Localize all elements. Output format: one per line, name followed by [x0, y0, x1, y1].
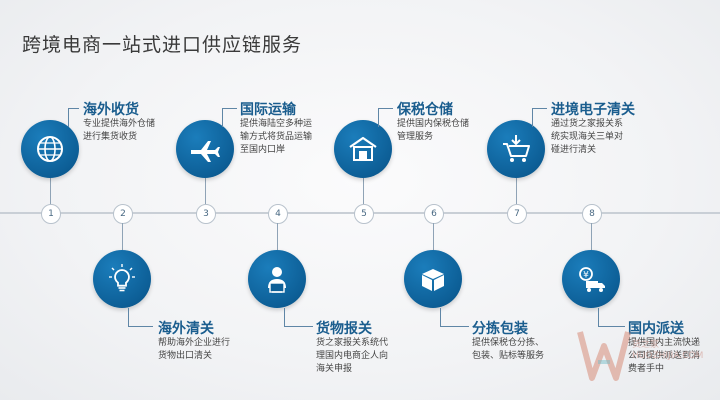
step-1-circle — [21, 120, 79, 178]
step-6-desc: 提供保税仓分拣、包装、贴标等服务 — [472, 338, 545, 361]
step-3-title: 国际运输 — [240, 102, 296, 118]
page-title: 跨境电商一站式进口供应链服务 — [22, 34, 303, 56]
svg-text:¥: ¥ — [583, 271, 589, 281]
step-1-desc: 专业提供海外仓储进行集货收货 — [83, 119, 156, 142]
step-1-node: 1 — [41, 204, 61, 224]
step-7-title: 进境电子清关 — [551, 102, 635, 118]
step-4-stem — [277, 223, 278, 250]
step-4-circle — [248, 250, 306, 308]
cart-icon — [503, 135, 530, 162]
step-4-connector — [284, 308, 313, 327]
step-7-stem — [516, 178, 517, 204]
step-3-node: 3 — [196, 204, 216, 224]
step-6-title: 分拣包装 — [472, 321, 528, 337]
step-8-circle: ¥ — [562, 250, 620, 308]
step-2-connector — [128, 308, 153, 327]
step-5-connector — [378, 108, 393, 127]
step-5-node: 5 — [354, 204, 374, 224]
step-1-stem — [50, 178, 51, 204]
agent-icon — [268, 267, 286, 293]
step-5-stem — [363, 178, 364, 204]
step-3-connector — [222, 108, 237, 127]
step-7-circle — [487, 120, 545, 178]
step-3-stem — [205, 178, 206, 204]
step-2-title: 海外清关 — [158, 321, 214, 337]
step-7-connector — [532, 108, 547, 127]
step-8-desc: 提供国内主流快递公司提供派送到消费者手中 — [628, 338, 701, 374]
step-2-circle — [93, 250, 151, 308]
lightbulb-icon — [109, 264, 135, 292]
step-5-title: 保税仓储 — [397, 102, 453, 118]
step-2-node: 2 — [113, 204, 133, 224]
step-4-desc: 货之家报关系统代理国内电商企人向海关申报 — [316, 338, 389, 374]
step-8-node: 8 — [582, 204, 602, 224]
step-3-desc: 提供海陆空多种运输方式将货品运输至国内口岸 — [240, 119, 313, 155]
box-icon — [422, 269, 444, 291]
step-3-circle — [176, 120, 234, 178]
globe-icon — [37, 136, 63, 162]
step-4-node: 4 — [268, 204, 288, 224]
delivery-truck-icon: ¥ — [579, 267, 605, 292]
step-6-node: 6 — [424, 204, 444, 224]
watermark-text: 货之家 HUOZHIJIA.COM — [632, 340, 712, 362]
step-8-stem — [591, 223, 592, 250]
step-1-title: 海外收货 — [83, 102, 139, 118]
warehouse-icon — [349, 136, 377, 161]
step-7-node: 7 — [507, 204, 527, 224]
watermark-line-2: HUOZHIJIA.COM — [632, 351, 704, 361]
watermark-line-1: 货之家 — [632, 340, 660, 350]
airplane-icon — [191, 141, 220, 162]
step-7-desc: 通过货之家报关系统实现海关三单对碰进行清关 — [551, 119, 624, 155]
step-8-connector — [598, 308, 625, 327]
step-5-circle — [334, 120, 392, 178]
step-6-connector — [440, 308, 469, 327]
step-8-title: 国内派送 — [628, 321, 684, 337]
step-2-desc: 帮助海外企业进行货物出口清关 — [158, 338, 231, 361]
step-6-stem — [433, 223, 434, 250]
step-6-circle — [404, 250, 462, 308]
step-4-title: 货物报关 — [316, 321, 372, 337]
step-1-connector — [68, 108, 79, 127]
step-5-desc: 提供国内保税仓储管理服务 — [397, 119, 470, 142]
step-2-stem — [122, 223, 123, 250]
logo-w-icon — [577, 331, 631, 381]
